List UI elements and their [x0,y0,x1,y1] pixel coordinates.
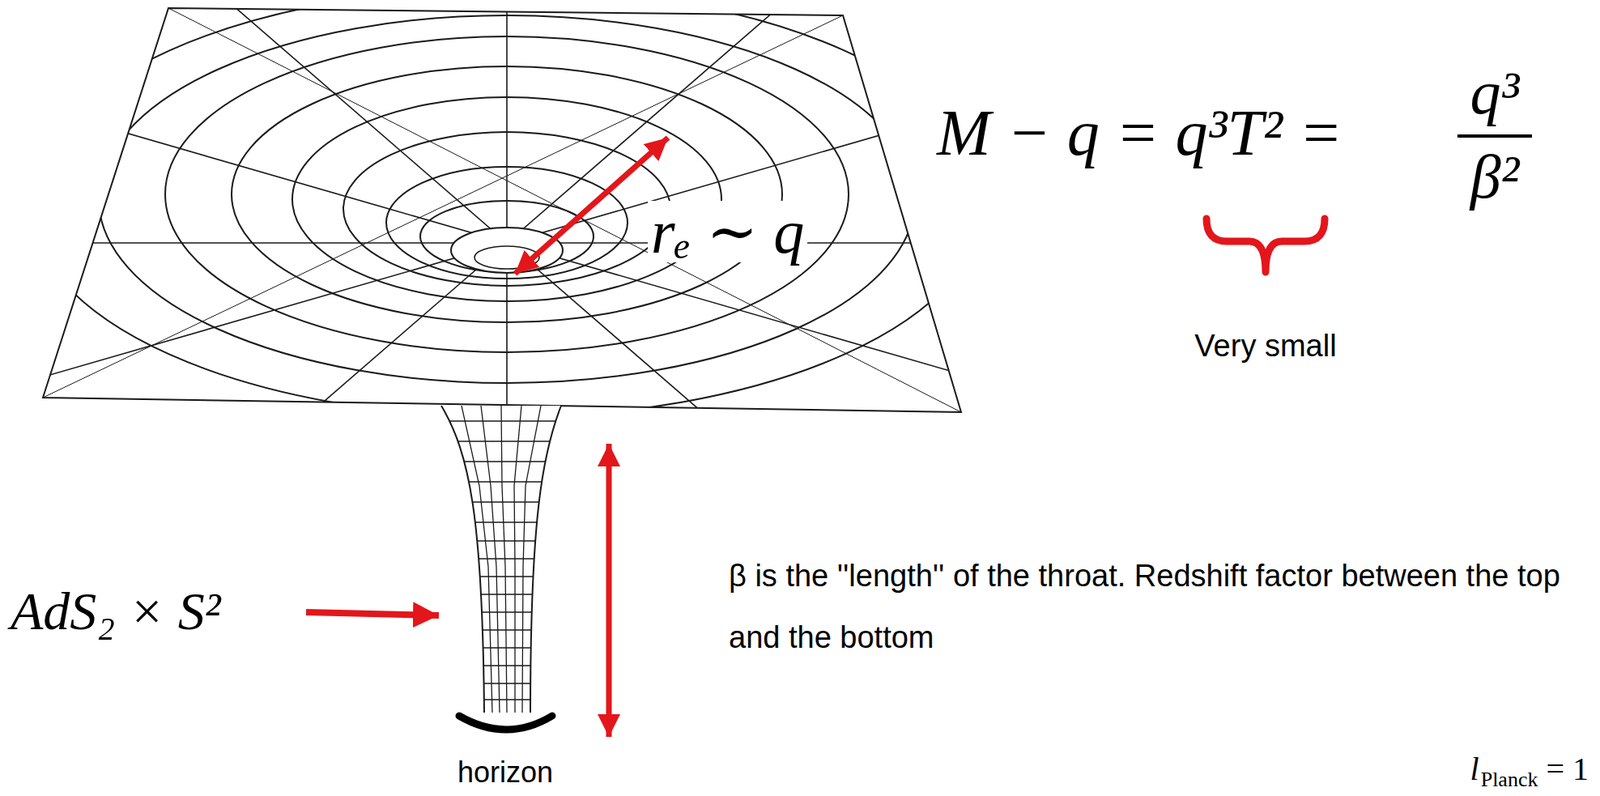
note: Very small [1194,330,1337,362]
planck-value: = 1 [1545,753,1589,786]
pointer-arrow [306,612,439,616]
formula: M − q = q³T² = [936,100,1343,166]
horizon-arc [459,715,553,730]
radius-arrow [514,137,669,274]
planck-symbol: l [1470,753,1480,786]
throat-note: β is the ''length'' of the throat. Redsh… [728,544,1571,669]
ads-label: AdS₂ × S² [10,584,222,639]
fraction-numerator: q³ [1470,61,1520,124]
funnel-plane [0,0,1236,608]
fraction-denominator: β² [1470,145,1520,208]
throat-length-arrow [606,443,613,737]
fraction-bar [1457,134,1532,138]
ads2-throat [404,405,608,713]
underbrace [1206,218,1325,273]
horizon-label: horizon [457,757,554,788]
planck-subscript: Planck [1480,769,1539,791]
radius-label: rₑ ∼ q [647,200,808,263]
